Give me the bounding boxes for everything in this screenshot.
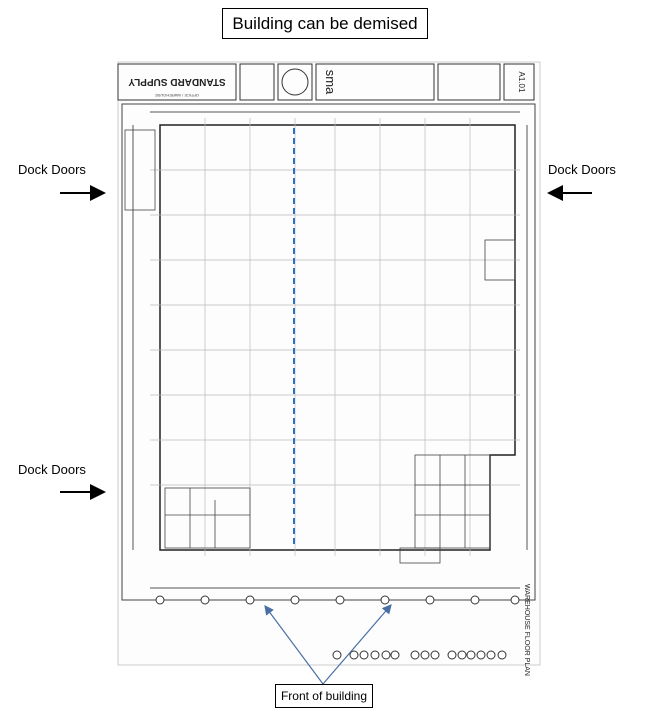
dock-doors-label-left-top: Dock Doors	[18, 162, 86, 177]
title-block	[117, 63, 535, 101]
plan-frame	[121, 103, 536, 601]
sheet-title: WAREHOUSE FLOOR PLAN	[523, 584, 530, 676]
dock-doors-label-right-top: Dock Doors	[548, 162, 616, 177]
project-type: OFFICE / WAREHOUSE	[155, 93, 199, 98]
title-text: Building can be demised	[232, 13, 418, 33]
plan-sheet	[117, 61, 541, 666]
sheet-number: A1.01	[517, 72, 526, 93]
front-arrow-right	[322, 604, 392, 685]
dock-doors-label-left-bottom: Dock Doors	[18, 462, 86, 477]
title-box: Building can be demised	[222, 8, 428, 39]
project-name: STANDARD SUPPLY	[128, 76, 226, 87]
grid-bubbles	[155, 595, 520, 605]
keynote-bubbles	[332, 650, 507, 660]
front-arrow-left	[264, 605, 324, 685]
front-of-building-label: Front of building	[275, 684, 373, 708]
office-areas	[124, 129, 516, 564]
dimension-lines	[132, 111, 528, 589]
front-label-text: Front of building	[280, 689, 368, 703]
architect-logo: sma	[323, 70, 338, 95]
